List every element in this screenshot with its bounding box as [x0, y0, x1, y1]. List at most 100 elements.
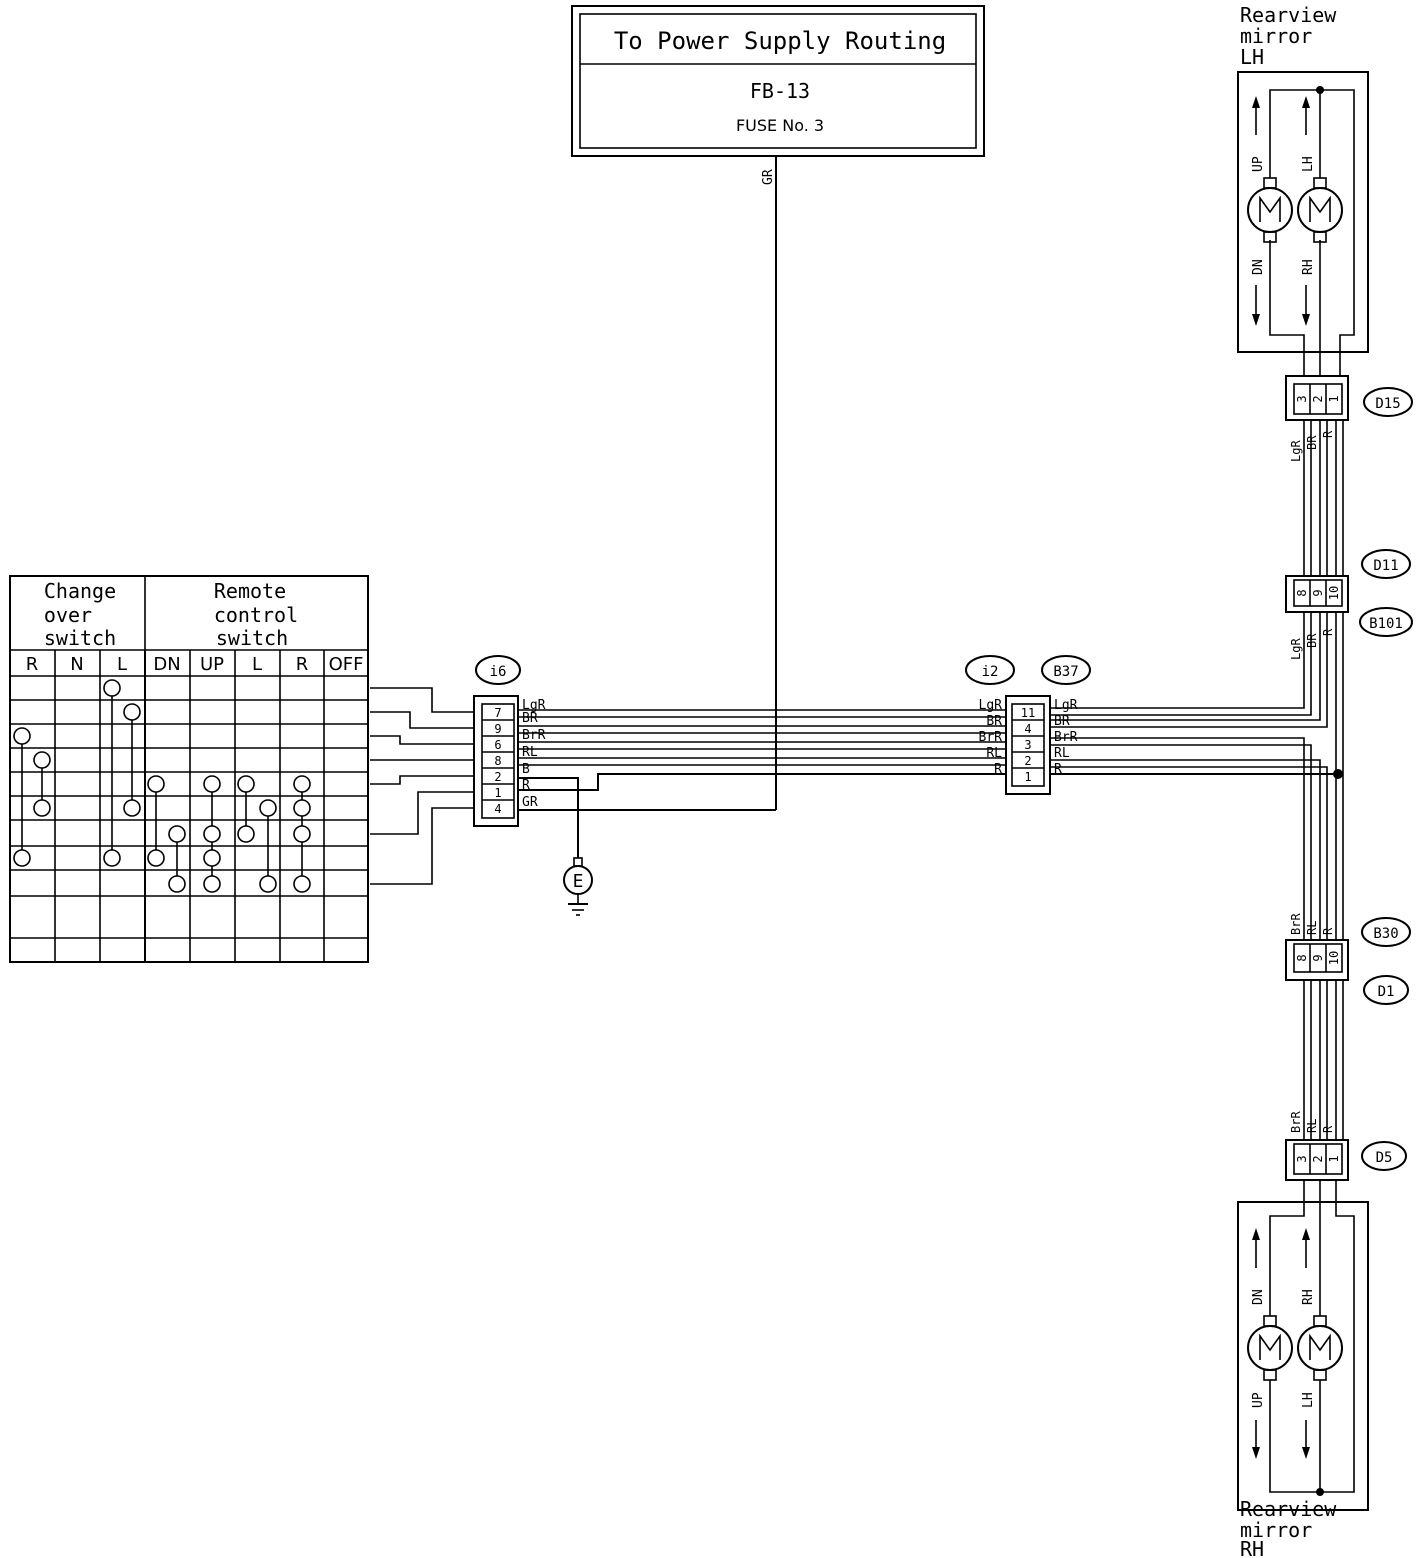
- mirror-rh-title-3: RH: [1240, 1537, 1264, 1558]
- i6-pin-3: 6: [494, 738, 501, 752]
- i6-wire-7: GR: [522, 795, 538, 810]
- motor-lh-rh-icon: [1297, 187, 1343, 233]
- i2-pin-5: 1: [1024, 770, 1031, 784]
- mirror-rh-rh-label: RH: [1301, 1289, 1316, 1305]
- power-supply-box: To Power Supply Routing FB-13 FUSE No. 3: [571, 5, 985, 157]
- d11-wire-1: LgR: [1289, 638, 1303, 660]
- col-header-l: L: [117, 654, 127, 675]
- d11-wire-3: R: [1321, 628, 1335, 636]
- mirror-rh-title-1: Rearview: [1240, 1497, 1337, 1521]
- b30-wire-2: RL: [1305, 921, 1319, 935]
- i6-pin-1: 7: [494, 706, 501, 720]
- mirror-rh-up-label: UP: [1251, 1392, 1266, 1408]
- mirror-lh-title-2: mirror: [1240, 24, 1312, 48]
- i6-pin-7: 4: [494, 802, 501, 816]
- d5-pin-2: 2: [1311, 1155, 1325, 1162]
- d15-wire-1: LgR: [1289, 440, 1303, 462]
- d11-pin-3: 10: [1327, 586, 1341, 600]
- col-header-dn: DN: [153, 654, 180, 675]
- d11-wire-2: BR: [1305, 633, 1319, 648]
- mirror-lh-rh-label: RH: [1301, 259, 1316, 275]
- d11-pin-2: 9: [1311, 589, 1325, 596]
- d11-pin-1: 8: [1295, 589, 1309, 596]
- arrow-up-icon: [1252, 96, 1260, 108]
- arrow-down-icon: [1302, 1447, 1310, 1459]
- i6-wire-5: B: [522, 762, 530, 777]
- mirror-rh-lh-label: LH: [1301, 1392, 1316, 1408]
- b37-label: B37: [1053, 664, 1078, 680]
- connector-d5: 3 2 1 D5: [1285, 1139, 1407, 1181]
- i6-pin-5: 2: [494, 770, 501, 784]
- i2-right-wire-1: LgR: [1054, 698, 1078, 713]
- arrow-right-icon: [1302, 314, 1310, 326]
- change-over-title-3: switch: [44, 626, 116, 650]
- d15-pin-1: 3: [1295, 395, 1309, 402]
- d5-label: D5: [1376, 1150, 1393, 1166]
- d5-wire-1: BrR: [1289, 1111, 1303, 1133]
- d5-pin-3: 1: [1327, 1155, 1341, 1162]
- d15-pin-2: 2: [1311, 395, 1325, 402]
- b30-pin-3: 10: [1327, 951, 1341, 965]
- d15-wire-3: R: [1321, 430, 1335, 438]
- switch-table: Change over switch Remote control switch…: [9, 575, 369, 963]
- power-box-title: To Power Supply Routing: [614, 27, 946, 55]
- mirror-rh-title-2: mirror: [1240, 1518, 1312, 1542]
- i6-wire-3: BrR: [522, 728, 546, 743]
- connector-d15: 3 2 1 D15: [1285, 375, 1413, 421]
- connector-i6: i6 7 9 6 8 2 1 4 LgR BR BrR RL B R GR: [473, 655, 546, 827]
- d11-label: D11: [1373, 558, 1398, 574]
- i2-left-wire-5: R: [994, 762, 1002, 777]
- b30-pin-2: 9: [1311, 954, 1325, 961]
- arrow-up-icon: [1252, 1228, 1260, 1240]
- remote-title-2: control: [214, 603, 298, 627]
- b30-pin-1: 8: [1295, 954, 1309, 961]
- i2-right-wire-4: RL: [1054, 746, 1070, 761]
- col-header-l2: L: [252, 654, 262, 675]
- d1-label: D1: [1378, 984, 1395, 1000]
- d5-pin-1: 3: [1295, 1155, 1309, 1162]
- mirror-lh-dn-label: DN: [1251, 259, 1266, 275]
- b30-wire-3: R: [1321, 927, 1335, 935]
- change-over-title-1: Change: [44, 579, 116, 603]
- i6-pin-2: 9: [494, 722, 501, 736]
- change-over-title-2: over: [44, 603, 92, 627]
- i6-wire-4: RL: [522, 745, 538, 760]
- mirror-lh-title-3: LH: [1240, 45, 1264, 69]
- b30-wire-1: BrR: [1289, 913, 1303, 935]
- remote-title-3: switch: [216, 626, 288, 650]
- i2-pin-3: 3: [1024, 738, 1031, 752]
- i6-wire-2: BR: [522, 711, 538, 726]
- mirror-rh-dn-label: DN: [1251, 1289, 1266, 1305]
- i2-right-wire-3: BrR: [1054, 730, 1078, 745]
- mirror-lh-up-label: UP: [1251, 156, 1266, 172]
- ground-label: E: [573, 871, 584, 892]
- b101-label: B101: [1369, 616, 1403, 632]
- motor-rh-lh-icon: [1297, 1325, 1343, 1371]
- col-header-up: UP: [200, 654, 224, 675]
- i2-pin-1: 11: [1021, 706, 1035, 720]
- arrow-left-icon: [1302, 96, 1310, 108]
- i2-label: i2: [982, 664, 999, 680]
- b30-label: B30: [1373, 926, 1398, 942]
- d15-wire-2: BR: [1305, 435, 1319, 450]
- arrow-down-icon: [1252, 1447, 1260, 1459]
- mirror-rh: DN UP RH LH Rearview mirror RH: [1237, 1180, 1369, 1558]
- i6-pin-4: 8: [494, 754, 501, 768]
- motor-up-dn-icon: [1247, 187, 1293, 233]
- arrow-up-icon: [1302, 1228, 1310, 1240]
- d5-wire-3: R: [1321, 1125, 1335, 1133]
- power-box-fuse: FUSE No. 3: [736, 116, 824, 135]
- supply-wire-label: GR: [761, 169, 776, 185]
- mirror-lh-title-1: Rearview: [1240, 3, 1337, 27]
- i6-wire-1: LgR: [522, 698, 546, 713]
- i6-wire-6: R: [522, 778, 530, 793]
- i6-label: i6: [490, 664, 507, 680]
- connector-d11-b101: 8 9 10 D11 B101: [1285, 549, 1413, 637]
- mirror-lh: Rearview mirror LH UP DN LH RH: [1237, 3, 1369, 375]
- col-header-r2: R: [296, 654, 309, 675]
- col-header-n: N: [70, 654, 83, 675]
- connector-b30-d1: 8 9 10 B30 D1: [1285, 917, 1411, 1005]
- d5-wire-2: RL: [1305, 1119, 1319, 1133]
- i2-right-wire-5: R: [1054, 762, 1062, 777]
